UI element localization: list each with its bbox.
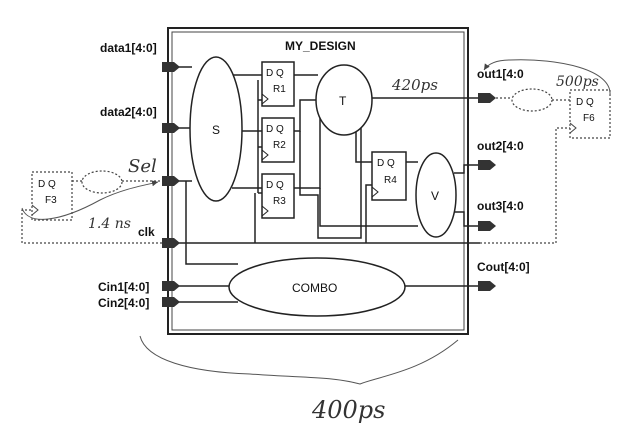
block-combo: COMBO (228, 257, 406, 317)
annotation-500ps: 500ps (556, 74, 599, 90)
port-out3-marker (478, 221, 496, 231)
port-cin1-marker (162, 281, 180, 291)
block-t-label: T (339, 94, 347, 108)
block-combo-label: COMBO (292, 281, 337, 295)
register-r1-name: R1 (273, 84, 286, 95)
register-r4: D Q R4 (371, 151, 407, 201)
block-v: V (415, 152, 457, 238)
external-ff-f3: D Q F3 (31, 171, 73, 221)
port-cin1-label: Cin1[4:0] (98, 280, 149, 294)
port-clk-marker (162, 238, 180, 248)
register-r1-pins: D Q (266, 68, 284, 79)
annotation-400ps: 400ps (311, 396, 386, 424)
register-r3: D Q R3 (261, 173, 295, 219)
register-r2-pins: D Q (266, 124, 284, 135)
external-ff-f3-name: F3 (45, 195, 57, 206)
output-ports (478, 93, 496, 291)
external-ff-f6-name: F6 (583, 113, 595, 124)
port-data2-marker (162, 123, 180, 133)
external-ff-f6-pins: D Q (576, 97, 594, 108)
annotation-420ps: 420ps (391, 76, 438, 94)
port-data1-label: data1[4:0] (100, 41, 157, 55)
design-title: MY_DESIGN (285, 39, 356, 53)
external-ff-f3-pins: D Q (38, 179, 56, 190)
f3-path (21, 170, 162, 244)
port-cin2-label: Cin2[4:0] (98, 296, 149, 310)
register-r3-name: R3 (273, 196, 286, 207)
port-sel-marker (162, 176, 180, 186)
port-out2-label: out2[4:0 (477, 139, 524, 153)
block-s: S (189, 56, 243, 202)
port-clk-label: clk (138, 225, 155, 239)
port-out1-marker (478, 93, 496, 103)
port-cout-marker (478, 281, 496, 291)
register-r1: D Q R1 (261, 61, 295, 107)
port-cin2-marker (162, 297, 180, 307)
register-r2-name: R2 (273, 140, 286, 151)
annotation-1-4ns: 1.4 ns (88, 216, 131, 232)
port-data1-marker (162, 62, 180, 72)
block-t: T (315, 64, 373, 136)
internal-wires (178, 66, 480, 303)
annotation-sel: Sel (128, 156, 157, 177)
port-out2-marker (478, 160, 496, 170)
block-v-label: V (431, 189, 439, 203)
f6-path (480, 88, 570, 244)
input-ports (162, 62, 180, 307)
register-r2: D Q R2 (261, 117, 295, 163)
external-ff-f6: D Q F6 (569, 89, 611, 139)
port-out1-label: out1[4:0 (477, 67, 524, 81)
block-s-label: S (212, 123, 220, 137)
register-r3-pins: D Q (266, 180, 284, 191)
register-r4-pins: D Q (377, 158, 395, 169)
handwritten-marks (21, 59, 611, 385)
register-r4-name: R4 (384, 175, 397, 186)
port-cout-label: Cout[4:0] (477, 260, 530, 274)
port-out3-label: out3[4:0 (477, 199, 524, 213)
port-data2-label: data2[4:0] (100, 105, 157, 119)
